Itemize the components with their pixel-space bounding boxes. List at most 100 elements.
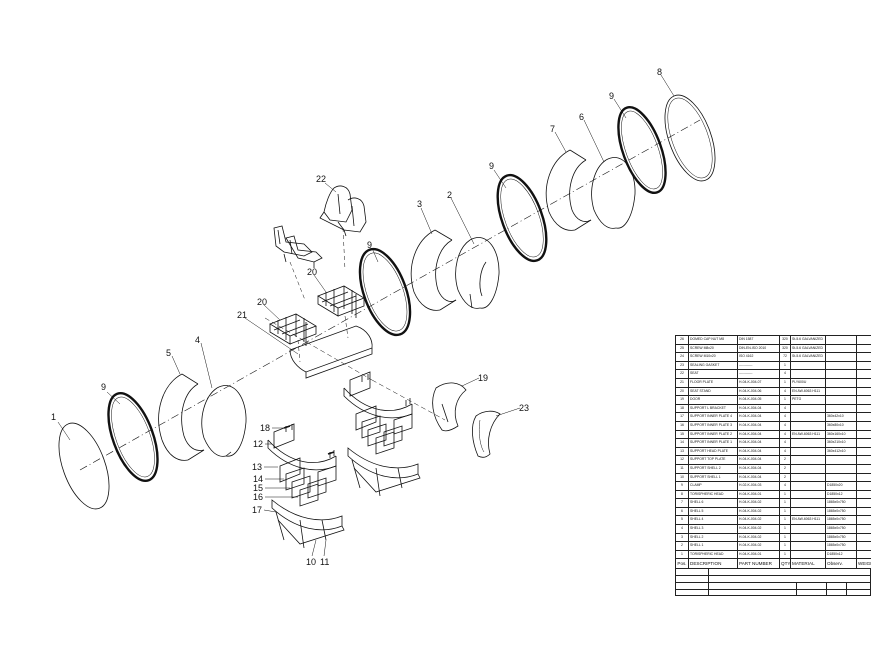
bom-header-cell: PART NUMBER: [737, 558, 780, 570]
bom-cell: [856, 541, 871, 551]
bom-cell: EN AW-6063 H111: [790, 429, 826, 440]
bom-cell: [856, 498, 871, 508]
callout-6: 6: [579, 112, 584, 122]
bom-cell: 1865x0x750: [825, 532, 857, 543]
bom-cell: 1: [779, 515, 791, 526]
bom-header-cell: MATERIAL: [790, 558, 826, 570]
bom-cell: SHELL 1: [688, 541, 738, 551]
bom-cell: H-02-K-004-03: [737, 481, 780, 491]
bom-cell: [825, 463, 857, 474]
bom-cell: H-04-K-004-07: [737, 377, 780, 388]
floor-axis: [264, 317, 373, 381]
bom-cell: 4: [779, 446, 791, 457]
bom-cell: [790, 506, 826, 517]
seat-axis-1: [289, 261, 306, 301]
seat-pair-right: [319, 185, 367, 237]
bom-cell: 4: [779, 369, 791, 379]
callout-9b: 9: [367, 240, 372, 250]
bom-cell: H-04-K-004-05: [737, 395, 780, 405]
bom-header-cell: DESCRIPTION: [688, 558, 738, 570]
callout-13: 13: [252, 462, 262, 472]
bom-cell: SUPPORT INNER PLATE 4: [688, 412, 738, 422]
bom-cell: SUPPORT L BRACKET: [688, 403, 738, 414]
door-axis: [371, 379, 446, 421]
bom-cell: [825, 360, 857, 371]
bom-cell: 1: [779, 489, 791, 500]
callout-9d: 9: [609, 91, 614, 101]
bom-cell: 1: [779, 541, 791, 551]
bom-cell: TORISPHERIC HEAD: [688, 489, 738, 500]
bom-cell: [825, 472, 857, 483]
bom-cell: SHELL 3: [688, 524, 738, 534]
bom-cell: H-04-K-004-04: [737, 429, 780, 440]
bom-cell: [825, 377, 857, 388]
bom-cell: H-04-K-004-06: [737, 386, 780, 397]
bom-cell: [856, 481, 871, 491]
callout-15: 15: [253, 483, 263, 493]
bom-cell: [856, 463, 871, 474]
clamp-ring-4-inner: [621, 110, 663, 190]
callout-9c: 9: [489, 161, 494, 171]
bom-cell: [856, 343, 871, 354]
bom-cell: 2: [779, 463, 791, 474]
bom-cell: [856, 352, 871, 362]
shell-4: [158, 373, 205, 461]
bom-cell: H-04-K-004-04: [737, 463, 780, 474]
clamp-ring-2: [358, 247, 412, 337]
bom-cell: [790, 420, 826, 431]
door: [432, 382, 467, 432]
bom-cell: [856, 395, 871, 405]
callout-7: 7: [550, 124, 555, 134]
bom-cell: 4: [779, 481, 791, 491]
callout-17: 17: [252, 505, 262, 515]
bom-cell: 25: [675, 343, 689, 354]
bom-cell: TORISPHERIC HEAD: [688, 549, 738, 560]
title-block: [675, 569, 871, 596]
bom-cell: [790, 541, 826, 551]
bom-cell: [856, 377, 871, 388]
bom-cell: [856, 429, 871, 440]
callout-18: 18: [260, 423, 270, 433]
bom-cell: H-04-K-004-04: [737, 438, 780, 448]
bom-cell: 4: [779, 403, 791, 414]
bom-cell: 320: [779, 335, 791, 345]
bom-cell: [790, 524, 826, 534]
bom-cell: ------------: [737, 369, 780, 379]
bom-cell: SUPPORT SHELL 1: [688, 472, 738, 483]
bom-cell: [856, 403, 871, 414]
bom-cell: 1: [779, 532, 791, 543]
seat-pair-left: [273, 225, 323, 268]
bom-cell: 2: [675, 541, 689, 551]
clamp-ring-1: [107, 392, 159, 482]
callout-8: 8: [657, 67, 662, 77]
bom-cell: ------------: [737, 360, 780, 371]
bom-cell: [856, 455, 871, 465]
bom-cell: 1: [779, 498, 791, 508]
bom-cell: SHELL 4: [688, 515, 738, 526]
bom-cell: 360x210x10: [825, 438, 857, 448]
bom-cell: 11: [675, 463, 689, 474]
bom-cell: [825, 395, 857, 405]
callout-23: 23: [519, 403, 529, 413]
bom-cell: 26: [675, 335, 689, 345]
bom-cell: 1865x0x750: [825, 541, 857, 551]
bom-cell: [856, 369, 871, 379]
bom-cell: SUPPORT INNER PLATE 2: [688, 429, 738, 440]
bom-cell: 15: [675, 429, 689, 440]
callout-19: 19: [478, 373, 488, 383]
bom-cell: SHELL 6: [688, 498, 738, 508]
support-assembly-right: [343, 371, 421, 497]
bom-cell: H-04-K-004-02: [737, 498, 780, 508]
bom-cell: FLOOR PLATE: [688, 377, 738, 388]
callout-20a: 20: [257, 297, 267, 307]
bom-cell: 1: [779, 377, 791, 388]
